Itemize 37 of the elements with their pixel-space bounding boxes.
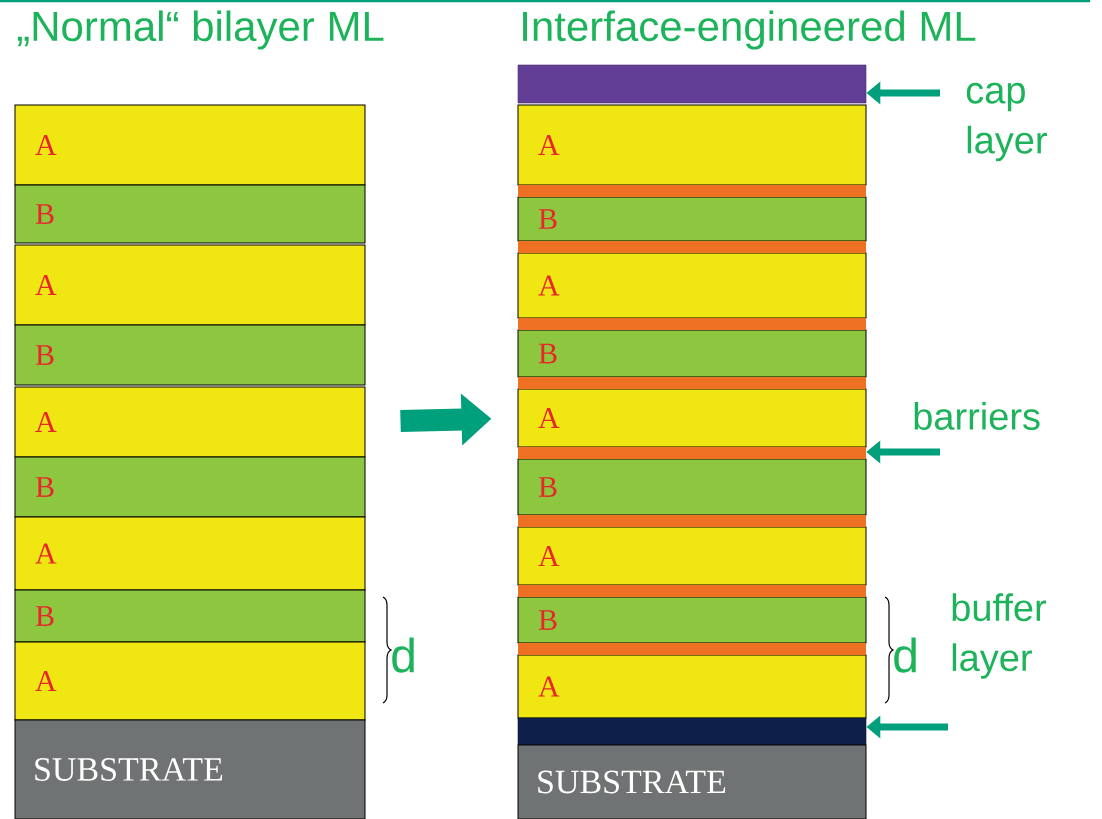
barrier-strip xyxy=(518,643,866,655)
layer-box: A xyxy=(14,516,366,591)
layer-box: B xyxy=(14,456,366,518)
barrier-strip xyxy=(518,377,866,389)
layer-box: B xyxy=(517,458,867,516)
layer-label: barriers xyxy=(914,402,1040,430)
cap-layer xyxy=(517,64,867,104)
layer-box: A xyxy=(14,104,366,186)
layer-box: B xyxy=(517,329,867,378)
layer-box: A xyxy=(517,654,867,719)
period-label: d xyxy=(894,637,916,673)
heading: Interface-engineered ML xyxy=(523,10,976,50)
layer-box: A xyxy=(14,386,366,458)
barrier-strip xyxy=(518,318,866,330)
layer-box: B xyxy=(14,184,366,244)
layer-box: A xyxy=(517,252,867,319)
layer-box: A xyxy=(517,526,867,586)
barrier-strip xyxy=(518,585,866,597)
buffer-layer xyxy=(517,717,867,746)
layer-box: B xyxy=(14,589,366,643)
layer-box: A xyxy=(14,244,366,326)
layer-box: A xyxy=(517,388,867,448)
period-label: d xyxy=(392,637,414,673)
layer-box: B xyxy=(14,324,366,386)
layer-box: A xyxy=(14,641,366,721)
substrate-box: SUBSTRATE xyxy=(517,744,867,819)
layer-label: buffer layer xyxy=(952,593,1047,679)
barrier-strip xyxy=(518,241,866,253)
heading: „Normal“ bilayer ML xyxy=(17,10,384,50)
layer-box: A xyxy=(517,104,867,186)
barrier-strip xyxy=(518,447,866,459)
layer-box: B xyxy=(517,596,867,644)
substrate-box: SUBSTRATE xyxy=(14,719,366,819)
layer-box: B xyxy=(517,196,867,242)
layer-label: cap layer xyxy=(966,82,1047,162)
barrier-strip xyxy=(518,185,866,197)
barrier-strip xyxy=(518,515,866,527)
